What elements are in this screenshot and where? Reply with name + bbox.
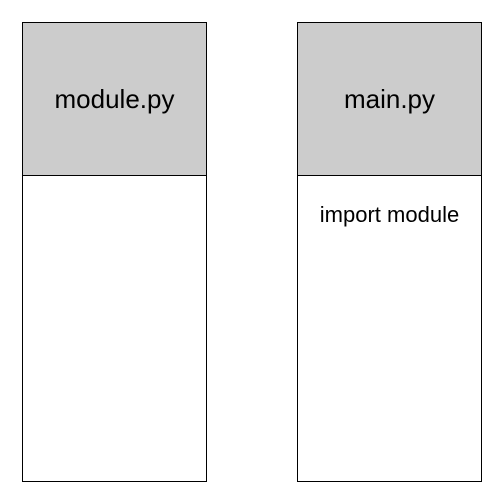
file-module-py: module.py <box>22 22 207 482</box>
file-name-label: module.py <box>54 83 175 114</box>
file-content <box>23 176 206 202</box>
file-content: import module <box>319 202 460 227</box>
file-header: module.py <box>23 23 206 176</box>
file-main-py: main.py import module <box>297 22 482 482</box>
file-header: main.py <box>298 23 481 176</box>
file-name-label: main.py <box>343 83 436 114</box>
